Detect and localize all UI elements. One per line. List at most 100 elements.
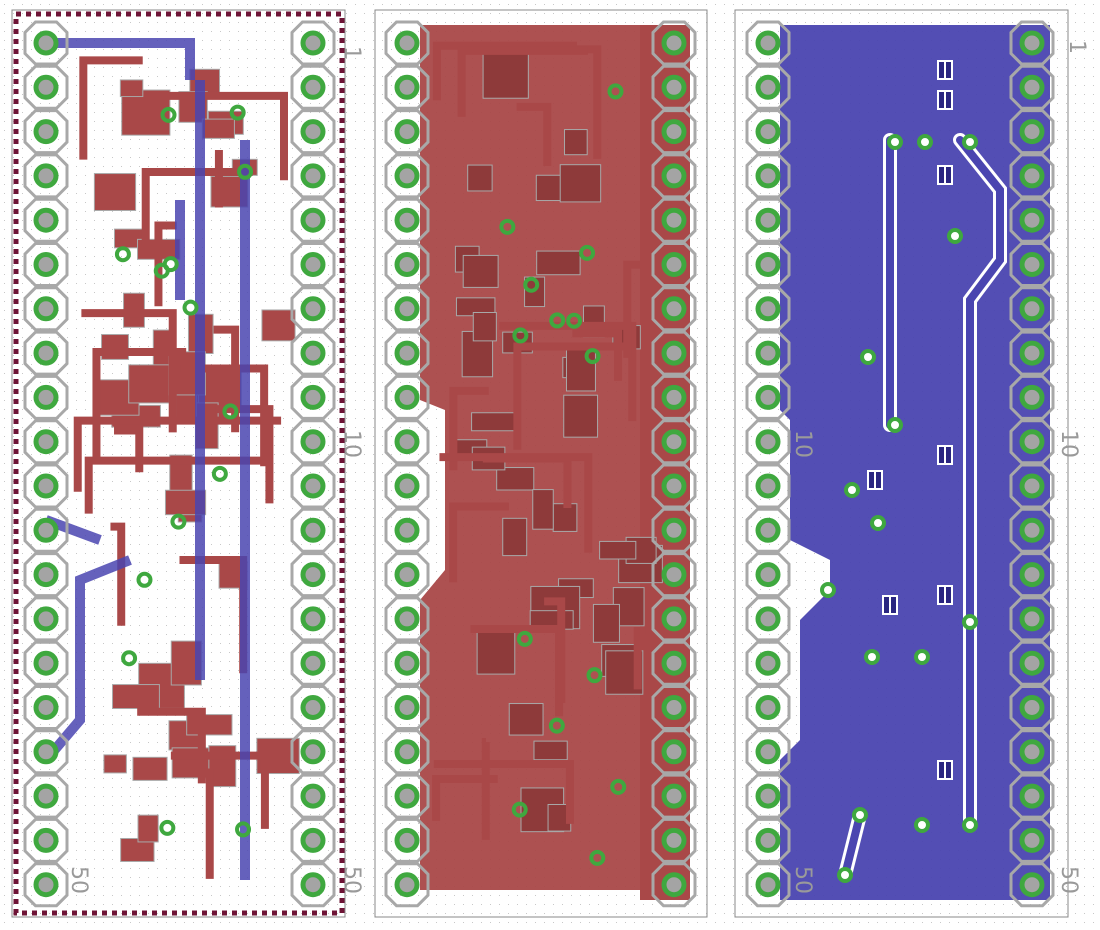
header-silkscreen	[290, 20, 336, 66]
via	[153, 262, 170, 279]
via	[820, 582, 836, 598]
pin50-label-board1-right: 50	[339, 866, 364, 894]
component-pad	[592, 603, 620, 643]
header-silkscreen	[384, 20, 430, 66]
header-pin-pad	[1019, 207, 1045, 233]
header-pin-pad	[300, 650, 326, 676]
component-pad	[508, 703, 544, 736]
header-pin-pad	[1019, 739, 1045, 765]
header-silkscreen	[745, 685, 791, 730]
header-silkscreen	[290, 463, 336, 509]
header-pin-pad	[394, 517, 420, 543]
via	[516, 630, 533, 647]
header-silkscreen	[384, 685, 430, 730]
top-trace	[513, 342, 624, 450]
board-combined	[11, 9, 346, 918]
header-silkscreen	[290, 773, 336, 819]
header-silkscreen	[290, 596, 336, 642]
bottom-trace	[42, 555, 132, 764]
component-pad	[120, 837, 155, 862]
smd-pad	[946, 92, 951, 108]
top-trace	[439, 453, 593, 553]
pin1-label-board3: 1	[1064, 40, 1089, 54]
header-pin-pad	[394, 783, 420, 809]
header-pin-pad	[33, 429, 59, 455]
header-pin-pad	[755, 783, 781, 809]
header-pin-pad	[755, 252, 781, 277]
header-silkscreen	[1009, 817, 1055, 863]
header-silkscreen	[745, 330, 791, 376]
via	[523, 276, 540, 293]
header-pin-pad	[1019, 340, 1045, 366]
header-silkscreen	[290, 729, 336, 775]
header-pin-pad	[394, 739, 420, 765]
component-pad	[261, 309, 296, 342]
header-pin-pad	[661, 296, 687, 322]
header-silkscreen	[1009, 463, 1055, 509]
smd-pad	[939, 447, 944, 463]
header-silkscreen	[1009, 197, 1055, 243]
header-pin-pad	[755, 562, 781, 588]
component-pad	[565, 345, 596, 392]
header-pin-pad	[394, 252, 420, 277]
header-pin-pad	[33, 827, 59, 853]
header-pin-pad	[33, 384, 59, 410]
header-silkscreen	[651, 729, 697, 775]
header-pin-pad	[755, 606, 781, 632]
header-silkscreen	[745, 640, 791, 686]
board-bottom	[734, 9, 1069, 918]
header-silkscreen	[290, 197, 336, 243]
header-pin-pad	[300, 163, 326, 189]
component-pad	[103, 754, 127, 774]
header-silkscreen	[384, 596, 430, 642]
header-pin-pad	[1019, 783, 1045, 809]
header-silkscreen	[651, 153, 697, 199]
header-pin-pad	[661, 650, 687, 676]
header-pin-pad	[300, 74, 326, 100]
top-trace	[79, 56, 143, 160]
header-silkscreen	[290, 507, 336, 553]
header-silkscreen	[384, 374, 430, 420]
top-trace	[544, 597, 566, 704]
bottom-trace	[956, 136, 1004, 829]
header-pin-pad	[33, 207, 59, 233]
via	[852, 807, 868, 823]
header-silkscreen	[384, 242, 430, 287]
board-top	[374, 9, 708, 918]
header-pin-pad	[33, 340, 59, 366]
component-pad	[186, 714, 233, 736]
top-trace	[92, 347, 187, 464]
pin50-label-board3-left: 50	[790, 866, 815, 894]
header-pin-pad	[661, 827, 687, 853]
header-pin-pad	[33, 872, 59, 898]
component-pad	[536, 250, 581, 276]
header-pin-pad	[33, 30, 59, 56]
top-trace	[166, 91, 288, 181]
header-pin-pad	[755, 827, 781, 853]
header-pin-pad	[755, 119, 781, 145]
component-pad	[462, 254, 499, 288]
header-silkscreen	[384, 286, 430, 332]
header-pin-pad	[300, 340, 326, 366]
top-trace	[141, 168, 253, 246]
header-silkscreen	[651, 330, 697, 376]
header-silkscreen	[23, 640, 69, 686]
pin10-label-board3-left: 10	[790, 430, 815, 458]
header-silkscreen	[1009, 374, 1055, 420]
component-pad	[496, 467, 535, 491]
header-silkscreen	[23, 153, 69, 199]
header-pin-pad	[394, 340, 420, 366]
header-pin-pad	[755, 473, 781, 499]
via	[947, 228, 963, 244]
header-silkscreen	[1009, 109, 1055, 155]
header-silkscreen	[384, 419, 430, 465]
header-silkscreen	[384, 109, 430, 155]
header-pin-pad	[394, 207, 420, 233]
header-pin-pad	[33, 252, 59, 277]
header-pin-pad	[1019, 384, 1045, 410]
header-pin-pad	[1019, 473, 1045, 499]
header-silkscreen	[384, 330, 430, 376]
header-pin-pad	[1019, 695, 1045, 720]
header-silkscreen	[745, 552, 791, 598]
